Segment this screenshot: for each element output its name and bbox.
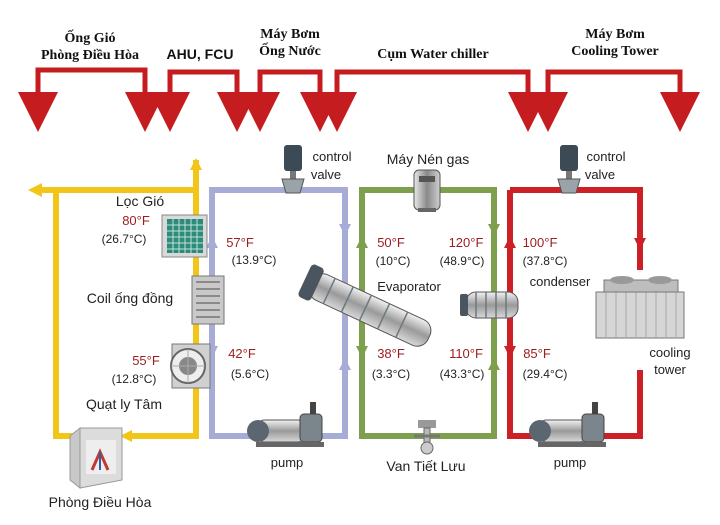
copper-coil-icon: [191, 275, 225, 325]
label-condenser: condenser: [530, 274, 591, 289]
header-cooling-pump-line1: Máy Bơm: [585, 27, 645, 42]
header-cooling-pump-line2: Cooling Tower: [571, 44, 659, 59]
bracket-ahu: [167, 69, 257, 132]
temp-cw-cold-c: (29.4°C): [523, 367, 568, 381]
room-icon: [69, 426, 123, 490]
header-air-duct-line2: Phòng Điều Hòa: [41, 48, 139, 63]
header-air-duct-line1: Ống Gió: [65, 28, 116, 46]
temp-chw-supply-c: (5.6°C): [231, 367, 269, 381]
header-water-pump-line1: Máy Bơm: [260, 27, 320, 42]
compressor-icon: [413, 169, 441, 212]
condenser-icon: [460, 291, 519, 319]
label-centrifugal-fan: Quạt ly Tâm: [86, 396, 162, 412]
control-valve-icon: [557, 145, 581, 194]
label-conditioned-room: Phòng Điều Hòa: [49, 494, 152, 510]
bracket-cooling-pump: [545, 69, 700, 132]
label-pump-left: pump: [271, 455, 304, 470]
label-air-filter: Lọc Gió: [116, 193, 164, 209]
label-control-valve-right-2: valve: [585, 167, 615, 182]
header-water-pump-line2: Ống Nước: [259, 41, 321, 59]
temp-ref-evap-in-f: 50°F: [377, 235, 405, 250]
temp-filter-f: 80°F: [122, 213, 150, 228]
pump-icon: [529, 402, 606, 447]
temp-chw-supply-f: 42°F: [228, 346, 256, 361]
label-gas-compressor: Máy Nén gas: [387, 151, 469, 167]
label-expansion-valve: Van Tiết Lưu: [386, 458, 465, 474]
bracket-air-duct: [35, 67, 165, 132]
temp-filter-c: (26.7°C): [102, 232, 147, 246]
temp-ref-evap-out-f: 38°F: [377, 346, 405, 361]
header-chiller-cluster: Cụm Water chiller: [377, 47, 488, 62]
centrifugal-fan-icon: [170, 343, 211, 389]
label-evaporator: Evaporator: [377, 279, 441, 294]
refrigerant-loop: [356, 187, 500, 439]
temp-cw-hot-c: (37.8°C): [523, 254, 568, 268]
label-cooling-tower-2: tower: [654, 362, 686, 377]
temp-ref-comp-out-f: 120°F: [449, 235, 484, 250]
bracket-chiller: [334, 69, 548, 132]
temp-chw-return-f: 57°F: [226, 235, 254, 250]
air-filter-icon: [161, 214, 208, 258]
evaporator-icon: [298, 264, 432, 347]
label-cooling-tower-1: cooling: [649, 345, 690, 360]
label-control-valve-left-2: valve: [311, 167, 341, 182]
temp-ref-comp-out-c: (48.9°C): [440, 254, 485, 268]
temp-fan-f: 55°F: [132, 353, 160, 368]
control-valve-icon: [281, 145, 305, 194]
header-brackets: [18, 67, 700, 132]
label-pump-right: pump: [554, 455, 587, 470]
bracket-water-pump: [257, 69, 340, 132]
expansion-valve-icon: [414, 420, 440, 455]
cooling-tower-icon: [595, 276, 685, 339]
temp-ref-evap-out-c: (3.3°C): [372, 367, 410, 381]
pump-icon: [247, 402, 324, 447]
temp-chw-return-c: (13.9°C): [232, 253, 277, 267]
temp-ref-cond-out-c: (43.3°C): [440, 367, 485, 381]
temp-cw-hot-f: 100°F: [523, 235, 558, 250]
label-copper-coil: Coil ống đồng: [87, 290, 173, 306]
headers: Ống Gió Phòng Điều Hòa AHU, FCU Máy Bơm …: [41, 27, 659, 63]
label-control-valve-left-1: control: [312, 149, 351, 164]
temp-ref-cond-out-f: 110°F: [449, 346, 483, 361]
temp-cw-cold-f: 85°F: [523, 346, 551, 361]
header-ahu-fcu: AHU, FCU: [167, 46, 234, 62]
temp-ref-evap-in-c: (10°C): [376, 254, 411, 268]
chilled-water-loop: [206, 187, 351, 439]
temp-fan-c: (12.8°C): [112, 372, 157, 386]
label-control-valve-right-1: control: [586, 149, 625, 164]
